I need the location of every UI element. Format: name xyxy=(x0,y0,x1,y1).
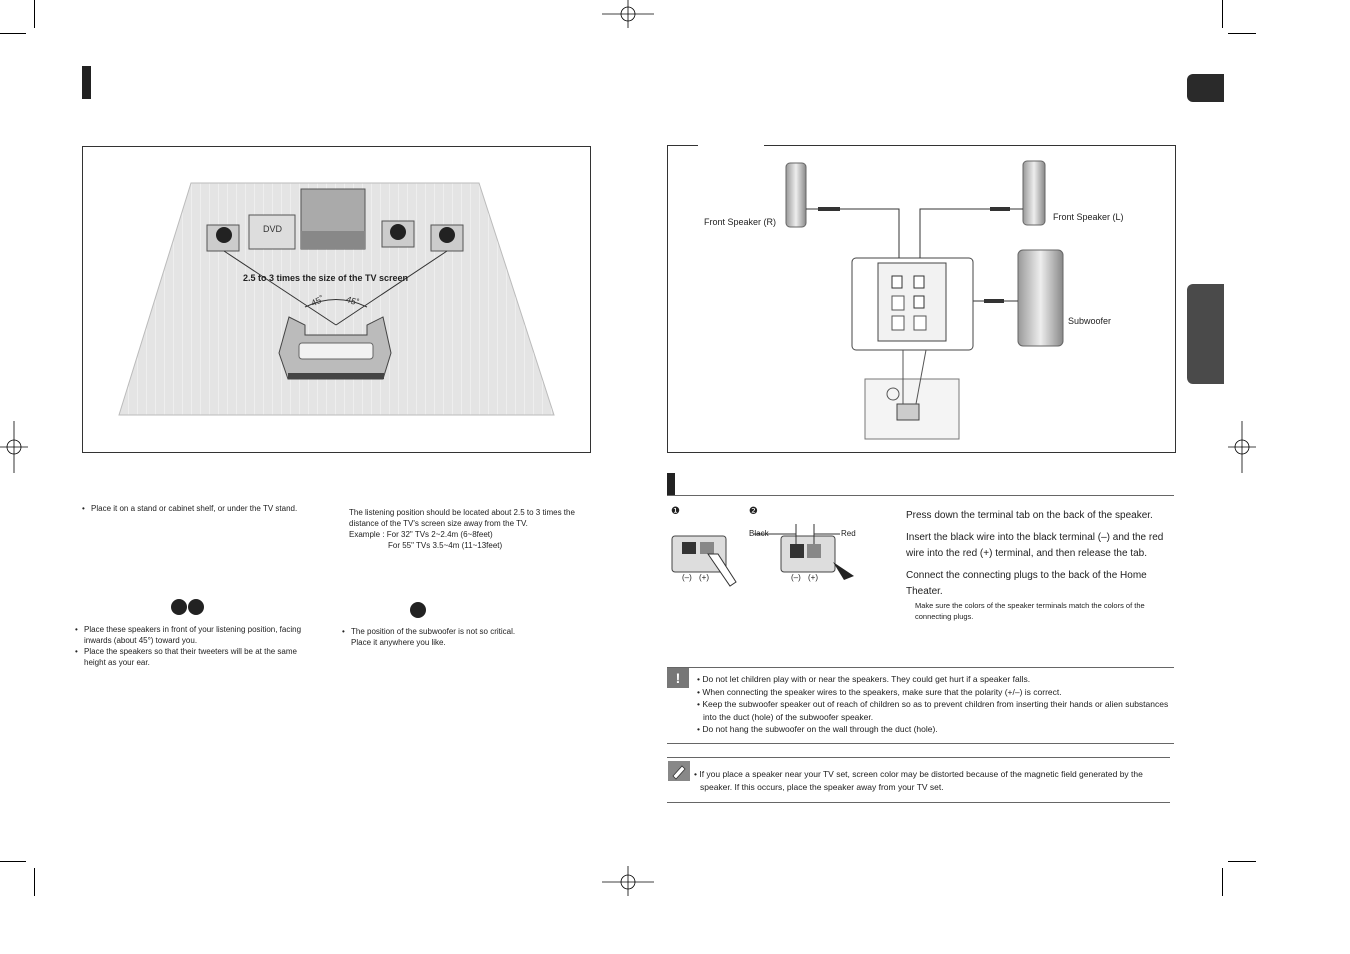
listening-line-1: The listening position should be located… xyxy=(349,508,575,517)
main-unit-text: Place it on a stand or cabinet shelf, or… xyxy=(82,503,322,514)
minus-terminal-label-1: (–) xyxy=(682,573,692,582)
diagram-tab-gap xyxy=(698,144,764,147)
connection-section-rule xyxy=(667,495,1174,496)
listening-position-text: The listening position should be located… xyxy=(349,507,589,551)
instruction-step-3: Connect the connecting plugs to the back… xyxy=(906,570,1147,597)
plus-terminal-label-1: (+) xyxy=(699,573,709,582)
speaker-placement-diagram: DVD 2.5 to 3 times the size of the TV sc… xyxy=(82,146,591,453)
listening-line-3: Example : For 32" TVs 2~2.4m (6~8feet) xyxy=(349,530,493,539)
instruction-step-2: Insert the black wire into the black ter… xyxy=(906,532,1164,559)
chapter-tab xyxy=(1187,284,1224,384)
step-1-marker: ❶ xyxy=(671,506,680,517)
front-speaker-marker-l xyxy=(171,599,187,615)
caution-item-3: • Keep the subwoofer speaker out of reac… xyxy=(697,699,1169,722)
distance-label: 2.5 to 3 times the size of the TV screen xyxy=(243,273,409,283)
section-header-bar xyxy=(82,66,91,99)
terminal-illustration xyxy=(671,524,854,587)
minus-terminal-label-2: (–) xyxy=(791,573,801,582)
note-bottom-rule xyxy=(667,802,1170,803)
connection-diagram: Front Speaker (R) Front Speaker (L) Subw… xyxy=(667,144,1176,453)
caution-item-2: • When connecting the speaker wires to t… xyxy=(697,686,1062,697)
subwoofer-marker xyxy=(410,602,426,618)
connection-section-bar xyxy=(667,473,675,495)
plus-terminal-label-2: (+) xyxy=(808,573,818,582)
page-tab xyxy=(1187,74,1224,102)
subwoofer-bullet-1: The position of the subwoofer is not so … xyxy=(342,626,542,637)
speaker-wiring-illustration xyxy=(785,160,1064,440)
caution-item-1: • Do not let children play with or near … xyxy=(697,674,1031,684)
subwoofer-label: Subwoofer xyxy=(1068,316,1112,326)
front-speaker-l-label: Front Speaker (L) xyxy=(1053,212,1124,222)
front-speaker-marker-r xyxy=(188,599,204,615)
instruction-note: Make sure the colors of the speaker term… xyxy=(915,601,1145,621)
room-layout-illustration xyxy=(118,182,555,416)
red-wire-label: Red xyxy=(841,529,856,538)
black-wire-label: Black xyxy=(749,529,769,538)
note-top-rule xyxy=(667,757,1170,758)
step-2-marker: ❷ xyxy=(749,506,758,517)
front-speakers-bullet-1: Place these speakers in front of your li… xyxy=(75,624,315,646)
caution-bottom-rule xyxy=(667,743,1174,744)
caution-list: • Do not let children play with or near … xyxy=(697,673,1172,736)
caution-top-rule xyxy=(667,667,1174,668)
listening-line-4: For 55" TVs 3.5~4m (11~13feet) xyxy=(388,541,503,550)
dvd-label: DVD xyxy=(263,224,283,234)
subwoofer-text: The position of the subwoofer is not so … xyxy=(342,626,542,648)
caution-item-4: • Do not hang the subwoofer on the wall … xyxy=(697,724,938,734)
exclamation-icon: ! xyxy=(667,668,689,688)
note-text: • If you place a speaker near your TV se… xyxy=(694,769,1143,792)
front-speaker-r-label: Front Speaker (R) xyxy=(704,217,777,227)
instruction-step-1: Press down the terminal tab on the back … xyxy=(906,510,1153,521)
main-unit-bullet: Place it on a stand or cabinet shelf, or… xyxy=(82,503,322,514)
front-speakers-bullet-2: Place the speakers so that their tweeter… xyxy=(75,646,315,668)
connection-instructions: Press down the terminal tab on the back … xyxy=(906,508,1176,622)
front-speakers-text: Place these speakers in front of your li… xyxy=(75,624,315,668)
listening-line-2: distance of the TV's screen size away fr… xyxy=(349,519,528,528)
subwoofer-line-2: Place it anywhere you like. xyxy=(351,638,446,647)
pencil-note-icon xyxy=(668,761,690,781)
